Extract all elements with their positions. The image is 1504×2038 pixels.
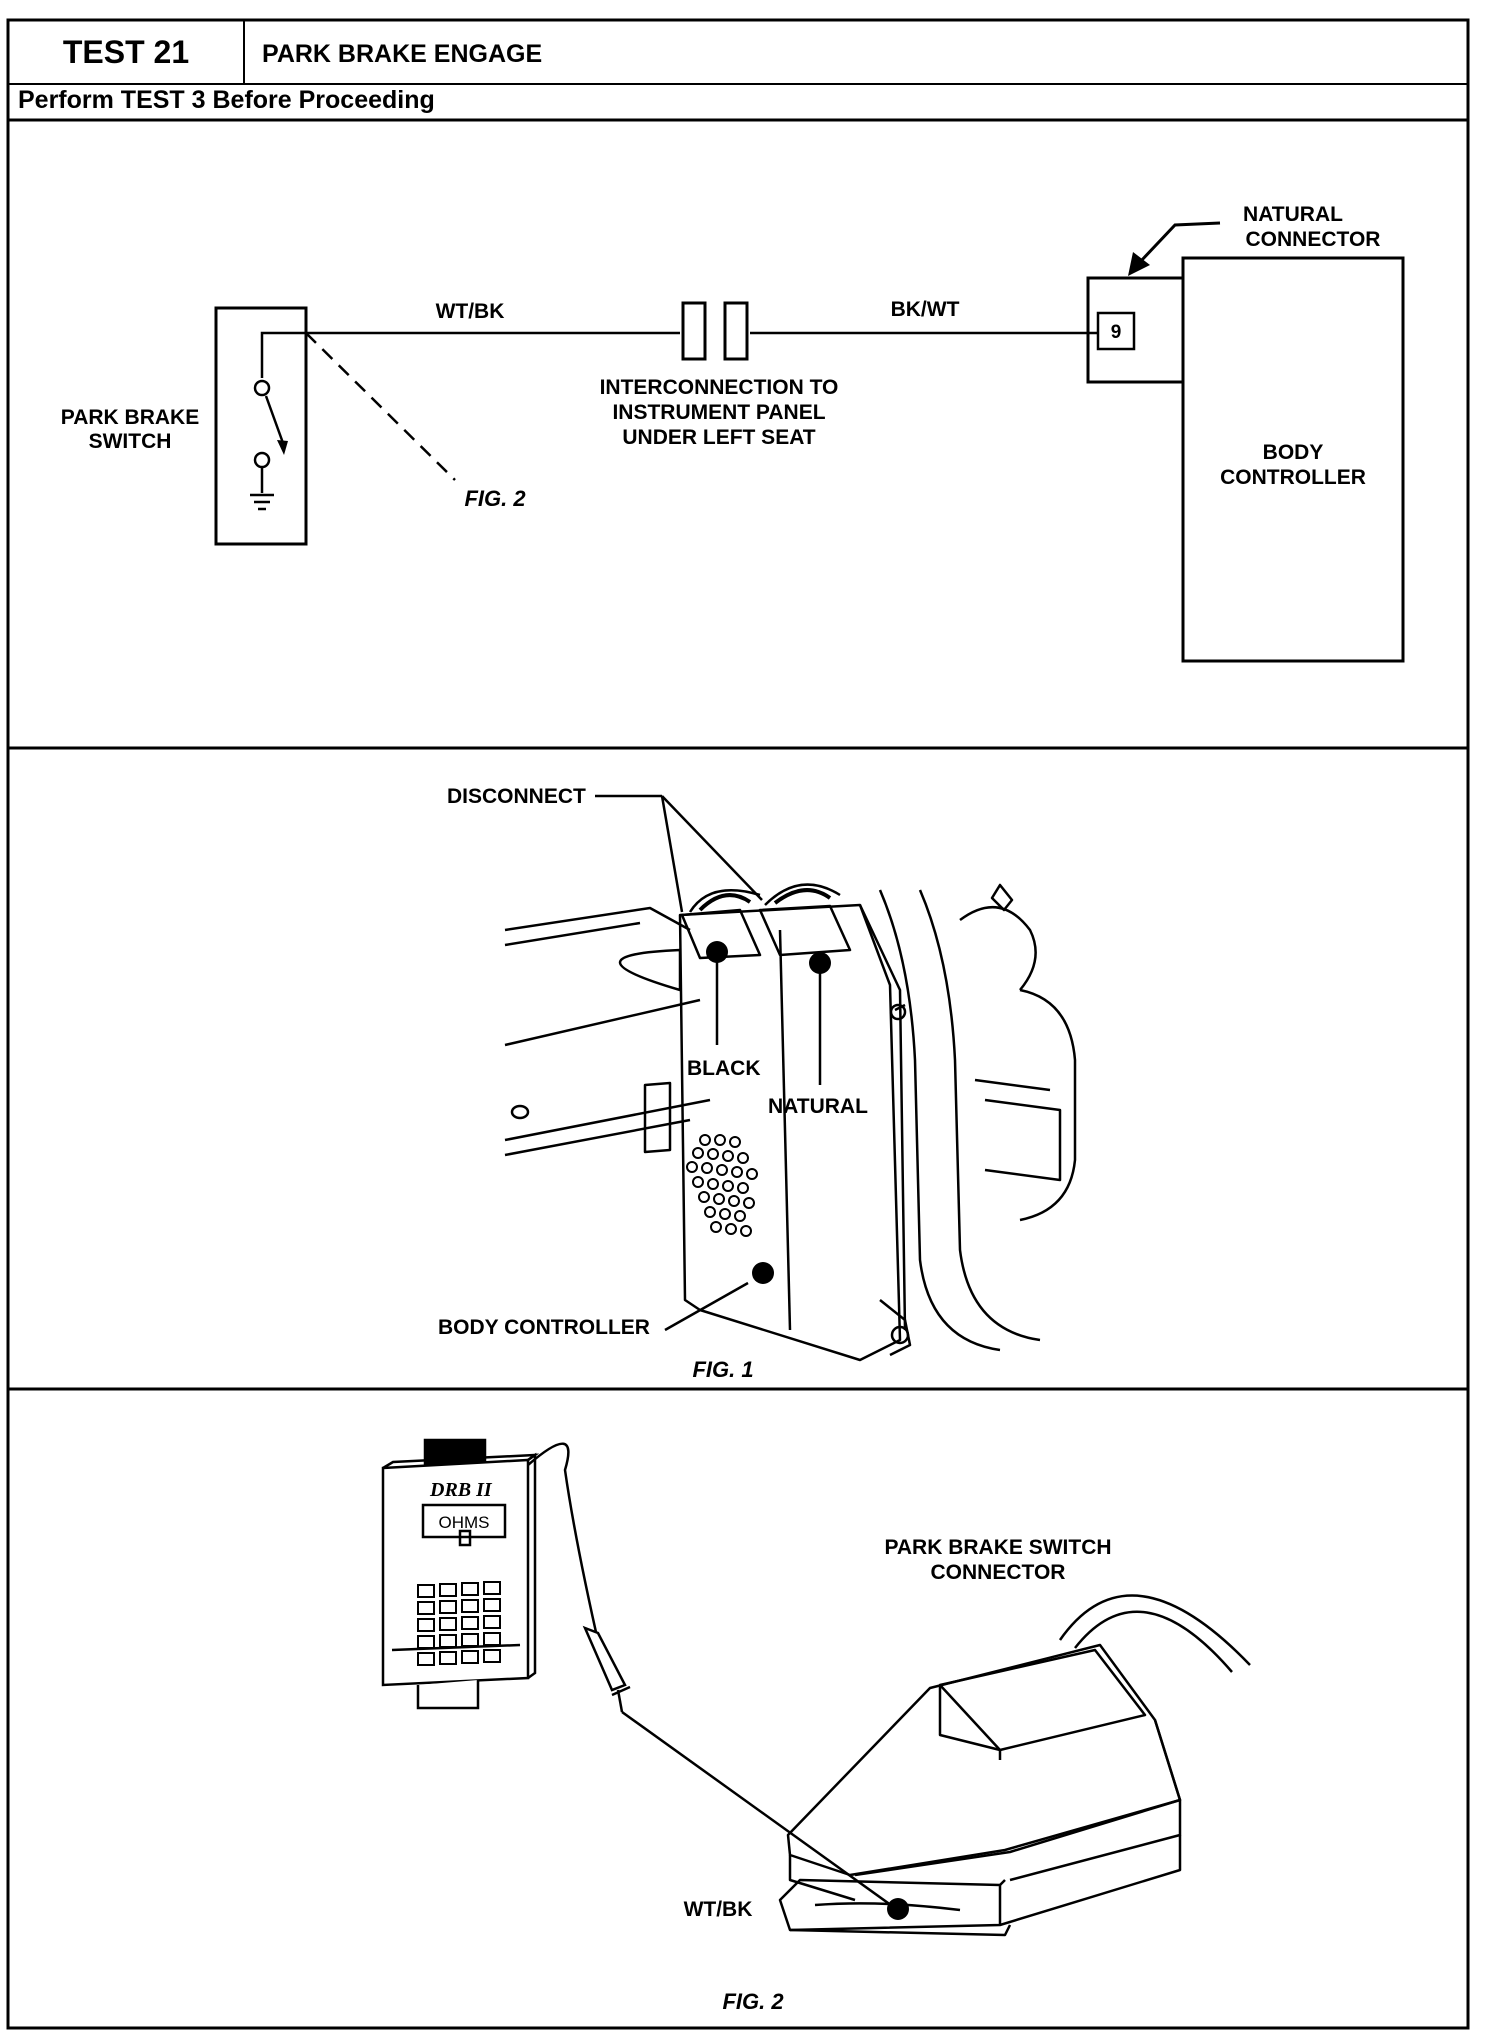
tester-keypad: [417, 1581, 501, 1666]
fig2-leader-line: [305, 332, 456, 481]
natural-connector-label-1: NATURAL: [1243, 203, 1343, 226]
body-controller-label-2: CONTROLLER: [1220, 466, 1366, 489]
tester-brand: DRB II: [429, 1479, 493, 1501]
body-controller-dot: [752, 1262, 774, 1284]
body-controller-box: [1181, 256, 1405, 663]
page-frame: [6, 18, 1470, 2030]
natural-connector-box: [1086, 276, 1185, 384]
park-brake-switch-connector: [778, 1594, 1251, 1937]
park-brake-switch-label: PARK BRAKE: [61, 406, 199, 429]
ground-icon: [250, 493, 274, 511]
natural-connector-label-2: CONNECTOR: [1246, 228, 1381, 251]
prerequisite-note: Perform TEST 3 Before Proceeding: [18, 86, 435, 114]
pin-number: 9: [1111, 322, 1122, 343]
interconnect-label-1: INTERCONNECTION TO: [600, 376, 839, 399]
fig1-caption: FIG. 1: [692, 1357, 753, 1382]
interconnect-label-2: INSTRUMENT PANEL: [612, 401, 825, 424]
wire-label-bk-wt: BK/WT: [891, 298, 960, 321]
connector-pointer-arrow: [1128, 221, 1221, 276]
test-number: TEST 21: [63, 34, 189, 70]
fig1-illustration: [504, 883, 1077, 1362]
park-brake-switch-box: [214, 306, 308, 546]
disconnect-label: DISCONNECT: [447, 785, 586, 808]
interconnect-half-right: [723, 301, 749, 361]
wt-bk-terminal-dot: [887, 1898, 909, 1920]
park-brake-switch-connector-label-2: CONNECTOR: [931, 1561, 1066, 1584]
wiring-schematic: PARK BRAKE SWITCH WT/BK INTERCONNECTION …: [61, 203, 1405, 663]
body-controller-callout: BODY CONTROLLER: [438, 1316, 650, 1339]
pin-9-box: [1096, 311, 1136, 351]
tester-display-ohms: OHMS: [439, 1513, 490, 1532]
fig1-callouts: [595, 794, 831, 1332]
switch-symbol: [253, 331, 306, 493]
test-title: PARK BRAKE ENGAGE: [262, 40, 542, 68]
fig2-caption: FIG. 2: [722, 1989, 784, 2014]
interconnect-label-3: UNDER LEFT SEAT: [622, 426, 815, 449]
body-controller-label-1: BODY: [1263, 441, 1324, 464]
fig2-reference: FIG. 2: [464, 486, 526, 511]
test-probe: [582, 1625, 896, 1910]
interconnect-half-left: [681, 301, 707, 361]
wt-bk-wire-label: WT/BK: [684, 1898, 753, 1921]
wire-label-wt-bk: WT/BK: [436, 300, 505, 323]
black-label: BLACK: [687, 1057, 761, 1080]
natural-label: NATURAL: [768, 1095, 868, 1118]
fig1-vent-holes: [686, 1134, 758, 1237]
park-brake-switch-connector-label-1: PARK BRAKE SWITCH: [884, 1536, 1111, 1559]
park-brake-switch-label-2: SWITCH: [89, 430, 172, 453]
